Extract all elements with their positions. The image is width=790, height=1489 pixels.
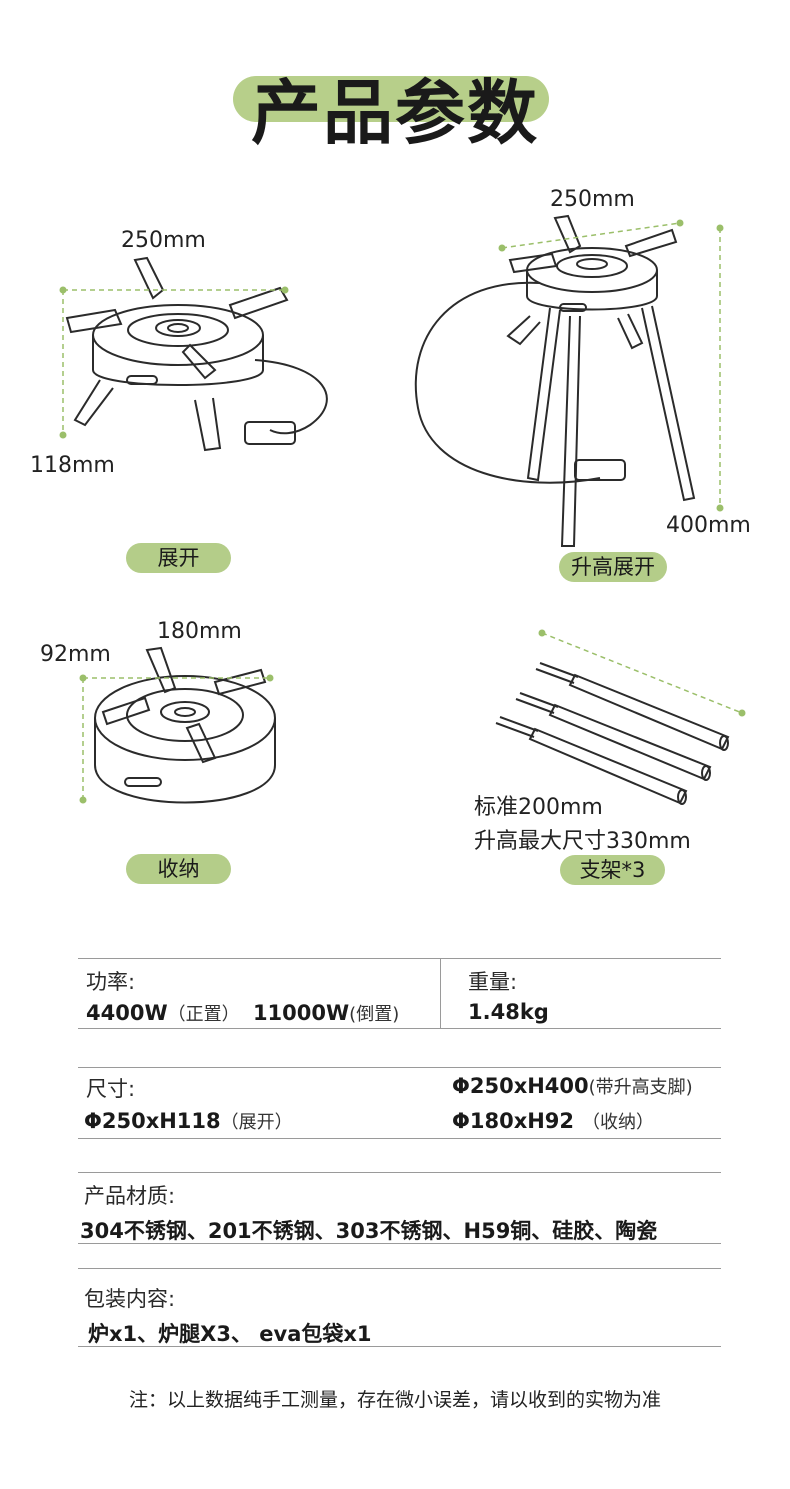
page-title: 产品参数 xyxy=(251,72,539,154)
unfold-height-label: 118mm xyxy=(30,453,115,478)
divider xyxy=(78,958,721,959)
material-label: 产品材质: xyxy=(84,1184,176,1208)
stowed-height-label: 92mm xyxy=(40,642,111,667)
size-unfold: Φ250xH118（展开） xyxy=(84,1108,293,1134)
size-raised: Φ250xH400(带升高支脚) xyxy=(452,1073,693,1099)
divider xyxy=(78,1028,721,1029)
weight-label: 重量: xyxy=(468,970,518,994)
divider xyxy=(78,1067,721,1068)
badge-stowed: 收纳 xyxy=(126,854,231,884)
power-upright-value: 4400W xyxy=(86,1001,168,1025)
legs-standard-length: 标准200mm xyxy=(474,795,603,820)
power-inverted-note: (倒置) xyxy=(349,1004,400,1025)
power-inverted-value: 11000W xyxy=(252,1001,350,1025)
badge-raised: 升高展开 xyxy=(559,552,667,582)
size-stowed: Φ180xH92 （收纳） xyxy=(452,1108,654,1134)
unfolded-stove-illustration xyxy=(59,256,328,452)
divider xyxy=(78,1243,721,1244)
size-unfold-value: Φ250xH118 xyxy=(84,1109,221,1133)
divider xyxy=(78,1268,721,1269)
badge-legs: 支架*3 xyxy=(560,855,665,885)
divider xyxy=(78,1138,721,1139)
legs-illustration xyxy=(495,629,746,805)
package-label: 包装内容: xyxy=(84,1287,176,1311)
stowed-stove-illustration xyxy=(79,646,276,804)
power-upright-note: （正置） xyxy=(167,1004,240,1025)
title-highlight xyxy=(233,76,549,122)
weight-value: 1.48kg xyxy=(468,1000,549,1024)
raised-height-label: 400mm xyxy=(666,513,751,538)
material-value: 304不锈钢、201不锈钢、303不锈钢、H59铜、硅胶、陶瓷 xyxy=(80,1219,658,1243)
badge-unfold: 展开 xyxy=(126,543,231,573)
unfold-width-label: 250mm xyxy=(121,228,206,253)
raised-width-label: 250mm xyxy=(550,187,635,212)
divider xyxy=(78,1346,721,1347)
size-raised-value: Φ250xH400 xyxy=(452,1074,589,1098)
raised-stove-illustration xyxy=(414,214,724,547)
footnote: 注：以上数据纯手工测量，存在微小误差，请以收到的实物为准 xyxy=(128,1389,661,1411)
package-value: 炉x1、炉腿X3、 eva包袋x1 xyxy=(88,1322,372,1346)
legs-raised-length: 升高最大尺寸330mm xyxy=(474,829,691,854)
stowed-width-label: 180mm xyxy=(157,619,242,644)
power-label: 功率: xyxy=(86,970,136,994)
power-value: 4400W（正置） 11000W(倒置) xyxy=(86,1000,399,1026)
divider-vertical xyxy=(440,958,441,1028)
size-raised-note: (带升高支脚) xyxy=(588,1077,693,1098)
size-stowed-value: Φ180xH92 xyxy=(452,1109,575,1133)
size-stowed-note: （收纳） xyxy=(582,1112,655,1133)
size-unfold-note: （展开） xyxy=(220,1112,293,1133)
divider xyxy=(78,1172,721,1173)
size-label: 尺寸: xyxy=(86,1077,136,1101)
